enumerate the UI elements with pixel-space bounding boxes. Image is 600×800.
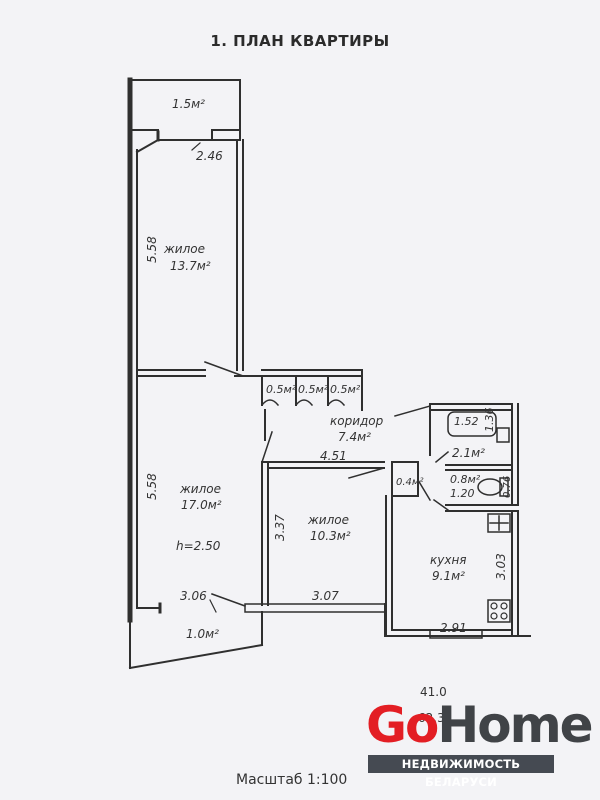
closet3-door (326, 399, 346, 407)
dim-tick (191, 142, 201, 151)
dim-303: 3.03 (494, 553, 508, 580)
dim-tick (209, 599, 217, 613)
window-living3 (244, 603, 386, 613)
door-closet4 (416, 478, 432, 502)
toilet-tank-icon (499, 477, 509, 497)
closet1-door (260, 399, 280, 407)
logo-subtitle: НЕДВИЖИМОСТЬ БЕЛАРУСИ (368, 755, 554, 789)
dim-306: 3.06 (180, 589, 207, 603)
dim-307: 3.07 (312, 589, 339, 603)
burner-icon (490, 612, 498, 620)
balcony-top-window (211, 129, 241, 141)
dim-246: 2.46 (196, 149, 223, 163)
living2-area: 17.0м² (181, 498, 222, 512)
toilet-icon (477, 478, 503, 496)
dim-076: 0.76 (502, 476, 513, 498)
scale-label: Масштаб 1:100 (236, 772, 348, 788)
door-bath (434, 450, 450, 464)
closet3-area: 0.5м² (330, 383, 361, 396)
burner-icon (490, 602, 498, 610)
plan-title: 1. ПЛАН КВАРТИРЫ (210, 32, 390, 50)
closet1-area: 0.5м² (266, 383, 297, 396)
dim-136: 1.36 (483, 408, 496, 433)
living3-name: жилое (307, 513, 349, 527)
balcony-top-area: 1.5м² (172, 97, 205, 111)
dim-291: 2.91 (440, 621, 467, 635)
sink-icon (496, 427, 510, 443)
stove-icon (487, 599, 511, 623)
gohome-logo: GoHome НЕДВИЖИМОСТЬ БЕЛАРУСИ (362, 700, 594, 789)
logo-home: Home (437, 696, 593, 754)
door-wc (432, 498, 450, 512)
total-area-2: 62.3 (418, 711, 445, 725)
burner-icon (500, 602, 508, 610)
living2-name: жилое (179, 482, 221, 496)
kitchen-name: кухня (430, 553, 467, 567)
balcony-bottom-door (211, 593, 246, 607)
door-living3 (348, 467, 385, 479)
dim-558a: 5.58 (145, 236, 159, 263)
corridor-area: 7.4м² (338, 430, 371, 444)
living2-height: h=2.50 (176, 539, 221, 553)
logo-go: Go (366, 696, 439, 754)
wc-area: 0.8м² (450, 473, 481, 486)
dim-558b: 5.58 (145, 473, 159, 500)
balcony-bottom-rail (128, 643, 264, 670)
dim-337: 3.37 (273, 514, 287, 541)
dim-152: 1.52 (454, 415, 479, 428)
balcony-bottom-area: 1.0м² (186, 627, 219, 641)
door-living1 (204, 361, 244, 377)
bath-area: 2.1м² (452, 446, 485, 460)
door-living2 (261, 431, 273, 463)
closet4 (391, 461, 419, 497)
bathtub-icon (447, 411, 497, 437)
corridor-name: коридор (330, 414, 384, 428)
kitchen-sink-icon (487, 513, 511, 533)
closet4-area: 0.4м² (396, 477, 423, 488)
kitchen-area: 9.1м² (432, 569, 465, 583)
living1-name: жилое (163, 242, 205, 256)
living3-area: 10.3м² (310, 529, 351, 543)
kitchen-window (429, 629, 483, 639)
balcony-door-diag (135, 138, 160, 154)
dim-451: 4.51 (320, 449, 347, 463)
burner-icon (500, 612, 508, 620)
closet2-door (294, 399, 314, 407)
door-corridor (394, 405, 431, 417)
total-area-1: 41.0 (420, 685, 447, 699)
closet2-area: 0.5м² (298, 383, 329, 396)
dim-120: 1.20 (450, 487, 475, 500)
living1-area: 13.7м² (170, 259, 211, 273)
logo-wordmark: GoHome (366, 700, 594, 750)
